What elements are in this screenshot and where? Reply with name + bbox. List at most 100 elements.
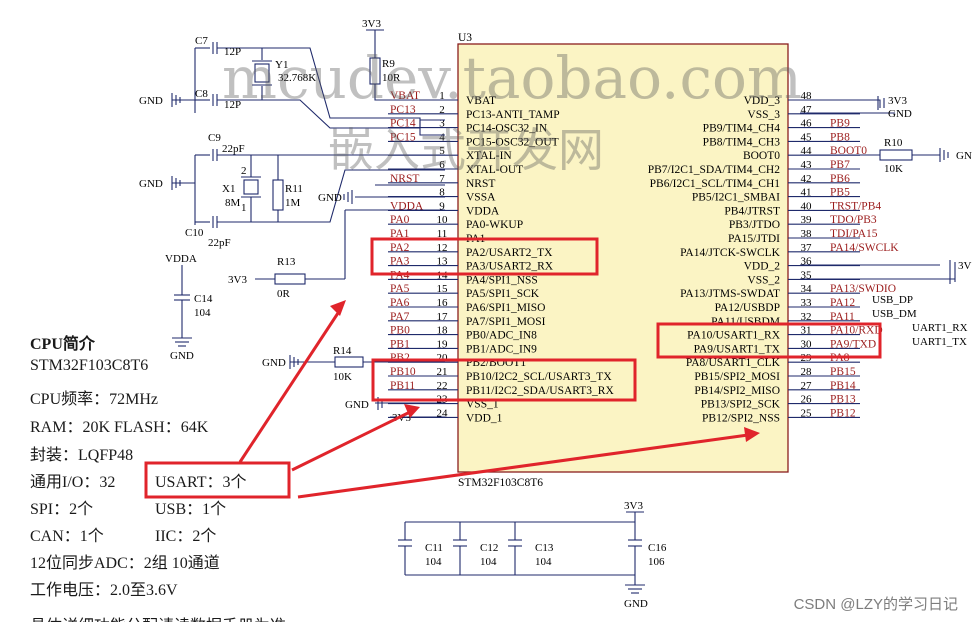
right-pin-name: VSS_2 <box>747 274 780 286</box>
left-pin-number: 22 <box>437 380 448 392</box>
left-pin-number: 2 <box>439 104 445 116</box>
v3v3-cap: 3V3 <box>624 500 643 512</box>
right-pin-number: 37 <box>801 242 813 254</box>
left-net-label: PA2 <box>390 242 410 254</box>
left-pin-number: 24 <box>437 407 449 419</box>
cpu-info-freq: CPU频率：72MHz <box>30 391 159 408</box>
right-pin-number: 30 <box>801 338 813 350</box>
right-pin-name: PB9/TIM4_CH4 <box>703 123 781 135</box>
right-pin-name: PB7/I2C1_SDA/TIM4_CH2 <box>648 164 781 176</box>
right-pin-name: VDD_3 <box>744 95 781 107</box>
left-pin-number: 18 <box>437 325 449 337</box>
right-pin-name: PB8/TIM4_CH3 <box>703 136 781 148</box>
c16-value: 106 <box>648 556 665 568</box>
left-net-label: PB1 <box>390 338 410 350</box>
left-pin-name: PA5/SPI1_SCK <box>466 288 540 300</box>
left-pin-name: PA3/USART2_RX <box>466 261 554 273</box>
left-pin-number: 1 <box>439 90 445 102</box>
r13-label: R13 <box>277 256 296 268</box>
c12-value: 104 <box>480 556 497 568</box>
c10-label: C10 <box>185 227 204 239</box>
c16-label: C16 <box>648 542 667 554</box>
right-pin-number: 34 <box>801 283 813 295</box>
left-pin-name: VSSA <box>466 192 496 204</box>
watermark-line1: mcudev.taobao.com <box>222 44 802 112</box>
gnd-y1: GND <box>139 95 163 107</box>
left-pin-number: 8 <box>439 187 445 199</box>
left-pin-name: PB0/ADC_IN8 <box>466 330 537 342</box>
right-pin-number: 43 <box>801 159 813 171</box>
arrow-to-usart2 <box>238 309 342 463</box>
csdn-watermark: CSDN @LZY的学习日记 <box>793 596 958 613</box>
gnd-vssa: GND <box>318 192 342 204</box>
right-pin-number: 48 <box>801 90 813 102</box>
c8-label: C8 <box>195 88 208 100</box>
right-pin-number: 33 <box>801 297 813 309</box>
highlight-usart3 <box>371 358 637 402</box>
arrow-to-usart1 <box>297 433 749 499</box>
gnd-r14: GND <box>262 357 286 369</box>
left-pin-name: PB1/ADC_IN9 <box>466 343 537 355</box>
watermark-line2: 嵌入式开发网 <box>328 123 604 177</box>
cpu-info-pkg: 封装：LQFP48 <box>30 447 134 464</box>
arrow-to-usart3 <box>291 410 411 472</box>
uart1-rx-label: UART1_RX <box>912 322 968 334</box>
left-pin-number: 13 <box>437 256 449 268</box>
right-pin-name: PB5/I2C1_SMBAI <box>692 192 780 204</box>
x1-label: X1 <box>222 183 235 195</box>
wiring <box>171 29 956 594</box>
right-pin-number: 40 <box>801 200 813 212</box>
left-pin-name: XTAL-OUT <box>466 164 523 176</box>
y1-value: 32.768K <box>278 72 316 84</box>
r14-value: 10K <box>333 371 352 383</box>
right-net-label: PB14 <box>830 380 856 392</box>
xtal-pin1: 1 <box>241 202 247 214</box>
c7-label: C7 <box>195 35 208 47</box>
left-pin-number: 20 <box>437 352 449 364</box>
chip-ref: U3 <box>458 32 472 44</box>
left-net-label: VDDA <box>390 200 424 212</box>
c14-value: 104 <box>194 307 211 319</box>
right-pin-name: PB4/JTRST <box>724 205 780 217</box>
c9-value: 22pF <box>222 143 245 155</box>
right-pin-name: PB6/I2C1_SCL/TIM4_CH1 <box>650 178 781 190</box>
gnd-x1: GND <box>139 178 163 190</box>
right-net-label: PB8 <box>830 131 850 143</box>
left-pin-number: 3 <box>439 118 445 130</box>
component-labels: C7 12P C8 12P Y1 32.768K 3V3 R9 10R GND … <box>139 18 972 610</box>
highlight-usart2 <box>370 237 599 276</box>
left-net-label: PA0 <box>390 214 410 226</box>
c13-label: C13 <box>535 542 554 554</box>
right-pin-number: 36 <box>801 256 813 268</box>
right-net-label: TDO/PB3 <box>830 214 877 226</box>
left-net-label: PC13 <box>390 104 416 116</box>
left-net-label: PA1 <box>390 228 410 240</box>
r9-value: 10R <box>382 72 401 84</box>
cpu-info-can: CAN：1个 <box>30 528 104 545</box>
r14-label: R14 <box>333 345 352 357</box>
c8-value: 12P <box>224 99 241 111</box>
right-net-label: PB15 <box>830 366 856 378</box>
right-pin-number: 47 <box>801 104 813 116</box>
right-pin-number: 45 <box>801 131 813 143</box>
left-pin-number: 10 <box>437 214 449 226</box>
right-pin-number: 28 <box>801 366 813 378</box>
right-pin-name: PB13/SPI2_SCK <box>701 399 781 411</box>
right-pin-name: PA12/USBDP <box>715 302 780 314</box>
left-pin-name: PB10/I2C2_SCL/USART3_TX <box>466 371 612 383</box>
right-pin-number: 31 <box>801 325 812 337</box>
c13-value: 104 <box>535 556 552 568</box>
right-pin-name: PA11/USBDM <box>711 316 780 328</box>
right-pin-name: BOOT0 <box>743 150 780 162</box>
left-pin-name: PC15-OSC32_OUT <box>466 136 559 148</box>
c11-value: 104 <box>425 556 442 568</box>
cpu-info-title: CPU简介 <box>30 336 95 353</box>
left-pin-number: 5 <box>439 145 445 157</box>
right-pin-name: PB14/SPI2_MISO <box>694 385 780 397</box>
v3v3-top: 3V3 <box>362 18 381 30</box>
chip-part: STM32F103C8T6 <box>458 477 543 489</box>
right-net-label: PA11 <box>830 311 855 323</box>
left-pin-name: PB11/I2C2_SDA/USART3_RX <box>466 385 614 397</box>
